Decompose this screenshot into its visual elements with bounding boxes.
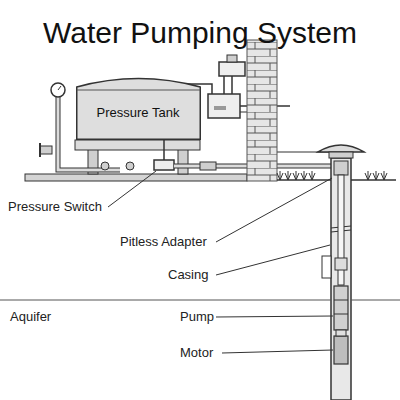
pressure-tank: Pressure Tank <box>76 78 201 140</box>
well-casing <box>331 158 351 400</box>
grass-tuft <box>277 171 283 180</box>
grass-tuft <box>293 171 299 180</box>
aquifer-line <box>351 300 400 301</box>
brick-wall <box>247 40 277 181</box>
part-label: Casing <box>168 268 208 283</box>
grass-tuft <box>373 171 379 180</box>
pipe-fitting <box>101 162 109 170</box>
wire <box>224 76 232 94</box>
aquifer-line <box>0 300 331 301</box>
control-light <box>214 106 226 110</box>
part-label: Pump <box>180 310 214 325</box>
tank-body <box>76 79 200 140</box>
well-cap <box>318 145 364 152</box>
torque-arrestor <box>322 256 331 278</box>
grass-tuft <box>309 171 315 180</box>
drain-valve <box>40 146 52 154</box>
part-label: Aquifer <box>10 310 51 325</box>
gauge-needle <box>58 86 61 90</box>
part-label: Pitless Adapter <box>120 235 207 250</box>
floor-shelf <box>25 174 247 181</box>
grass-tuft <box>285 171 291 180</box>
pipe-fitting <box>126 162 134 170</box>
disconnect-box <box>219 62 245 76</box>
pipe-union <box>200 162 216 170</box>
node-label: Pressure Tank <box>76 105 201 120</box>
pressure-gauge <box>51 83 65 97</box>
diagram-title: Water Pumping System <box>0 16 400 49</box>
pitless-adapter <box>334 161 348 175</box>
tank-seam <box>76 90 200 91</box>
control-box <box>208 94 240 118</box>
well-cap-rim <box>329 152 353 158</box>
pressure-switch <box>154 160 174 170</box>
grass-tuft <box>365 171 371 180</box>
grass-tuft <box>381 171 387 180</box>
leader-line <box>216 316 333 317</box>
pump-stage <box>334 300 348 314</box>
tank-base <box>75 140 200 150</box>
pump-body <box>334 286 348 330</box>
valve-handle <box>39 143 41 157</box>
leader-line <box>108 171 156 207</box>
motor-body <box>334 336 348 364</box>
leader-line <box>216 245 330 275</box>
part-label: Motor <box>180 346 213 361</box>
check-valve <box>335 258 347 270</box>
disconnect-handle <box>227 55 237 62</box>
grass-tuft <box>301 171 307 180</box>
leader-line <box>216 178 332 242</box>
part-label: Pressure Switch <box>8 200 102 215</box>
pump-intake <box>336 330 346 336</box>
leader-line <box>222 350 333 353</box>
